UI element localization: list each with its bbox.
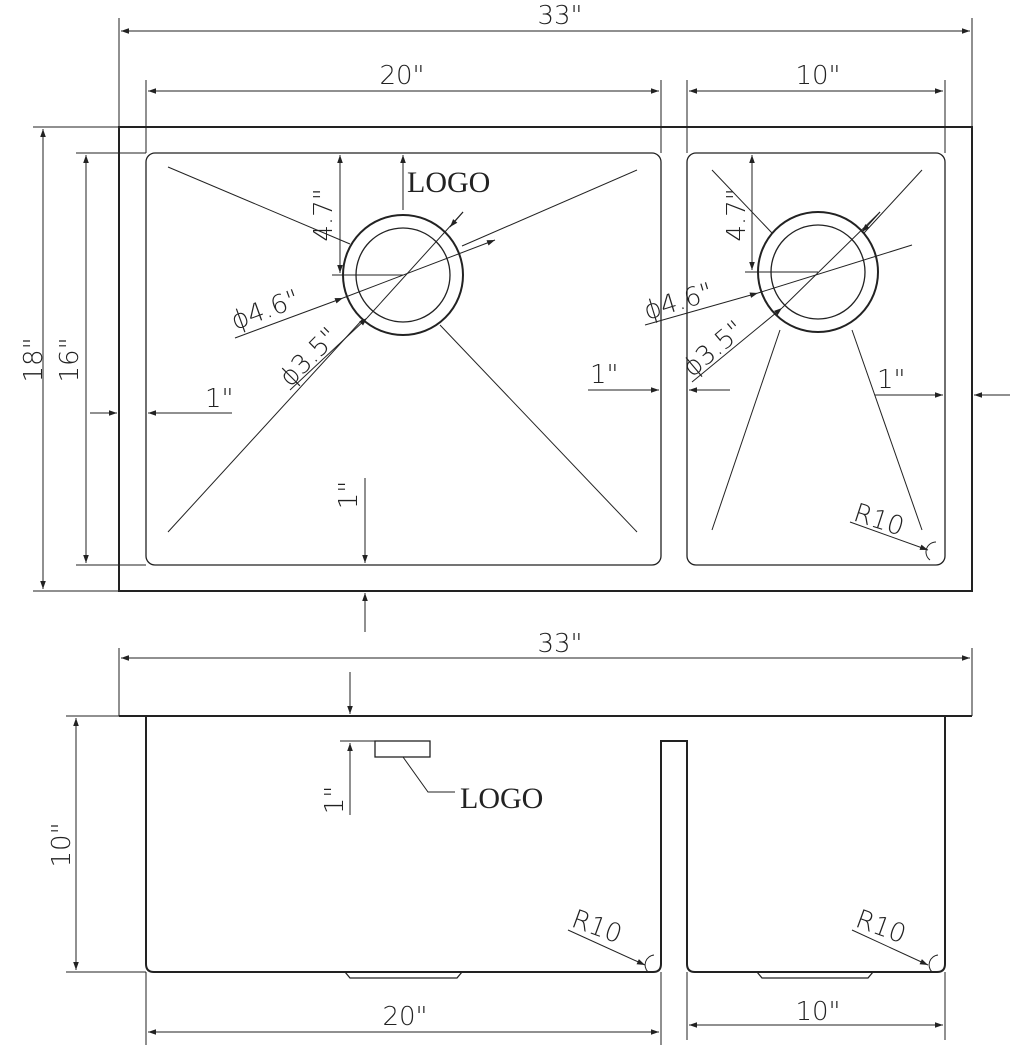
label-bottom-rim: 1" (334, 481, 364, 510)
label-left-drain-offset: 4.7" (309, 188, 339, 241)
label-overall-width: 33" (537, 1, 582, 31)
front-view: 33" 10" 1" LOGO R10 R10 (47, 629, 973, 1045)
label-left-rim: 1" (205, 384, 234, 414)
label-front-right-bowl-width: 10" (795, 997, 840, 1027)
label-left-inner-dia: ϕ3.5" (274, 322, 345, 393)
label-left-bowl-width: 20" (379, 61, 424, 91)
label-front-left-bowl-width: 20" (382, 1002, 427, 1032)
dim-right-rim: 1" (875, 365, 1010, 398)
label-logo-front: LOGO (460, 782, 543, 815)
right-drain-flange (756, 971, 874, 979)
sink-outer-rim (118, 126, 973, 592)
dim-corner-radius: R10 (849, 498, 937, 561)
label-right-outer-dia: ϕ4.6" (640, 277, 716, 326)
dim-front-right-bowl-width: 10" (686, 972, 946, 1040)
dim-divider: 1" (588, 360, 730, 393)
dim-front-overall-width: 33" (118, 629, 973, 716)
label-right-rim: 1" (877, 365, 906, 395)
logo-leader (402, 756, 455, 793)
dim-bottom-rim: 1" (334, 478, 368, 632)
dim-logo-offset: 1" (320, 672, 375, 815)
dim-front-left-bowl-width: 20" (145, 972, 662, 1045)
label-right-bowl-width: 10" (795, 61, 840, 91)
logo-plate (374, 740, 431, 758)
label-front-height: 10" (47, 822, 77, 867)
dim-front-left-radius: R10 (568, 904, 655, 973)
dim-bowl-depth: 16" (55, 152, 146, 566)
label-front-overall-width: 33" (537, 629, 582, 659)
right-drain: 4.7" ϕ4.6" ϕ3.5" (640, 155, 923, 531)
right-bowl (686, 152, 946, 566)
label-logo-top: LOGO (407, 166, 490, 199)
label-logo-offset: 1" (320, 786, 350, 815)
dim-left-rim: 1" (90, 384, 234, 416)
left-drain: LOGO 4.7" ϕ4.6" ϕ3.5" (167, 155, 638, 533)
label-right-drain-offset: 4.7" (722, 188, 752, 241)
label-corner-radius: R10 (850, 498, 908, 542)
left-drain-flange (344, 971, 463, 979)
front-bowl-profile (145, 716, 946, 973)
dim-front-right-radius: R10 (852, 904, 939, 973)
left-bowl (145, 152, 662, 566)
top-view: 33" 20" 10" 18" 16" (19, 1, 1010, 632)
label-divider: 1" (590, 360, 619, 390)
label-left-outer-dia: ϕ4.6" (227, 284, 303, 336)
dim-front-height: 10" (47, 715, 146, 973)
label-bowl-depth: 16" (55, 337, 85, 382)
label-right-inner-dia: ϕ3.5" (677, 315, 750, 383)
dim-overall-width: 33" (118, 1, 973, 127)
dim-left-bowl-width: 20" (145, 61, 662, 153)
label-overall-depth: 18" (19, 337, 49, 382)
dim-right-bowl-width: 10" (686, 61, 946, 153)
dim-overall-depth: 18" (19, 126, 119, 592)
